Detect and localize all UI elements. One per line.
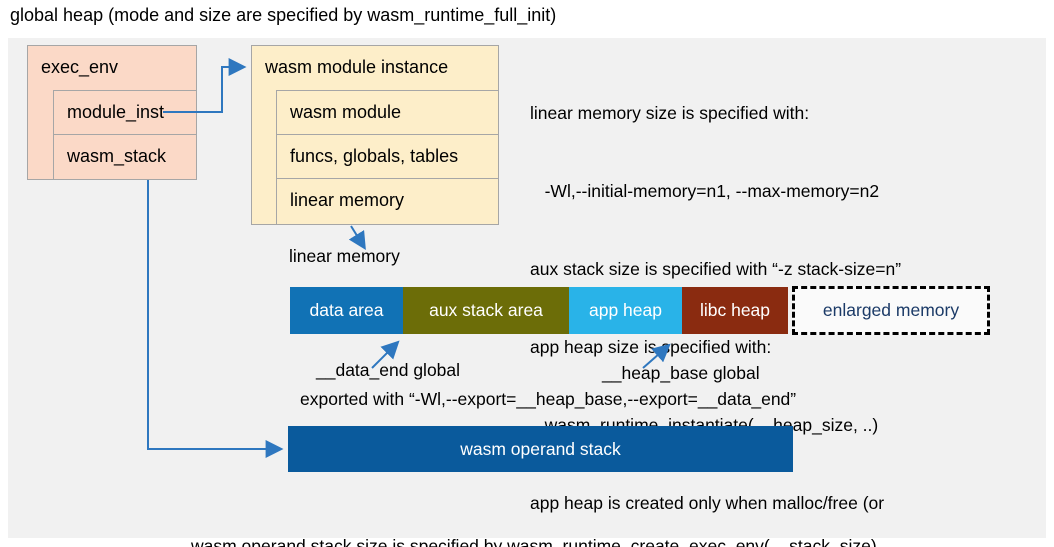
note-line: app heap size is specified with: <box>530 337 772 357</box>
wasm-module-label: wasm module <box>290 102 402 122</box>
linear-memory-bar-title: linear memory <box>289 246 400 266</box>
linear-memory-bar: data area aux stack area app heap libc h… <box>290 287 788 334</box>
note-line: -Wl,--initial-memory=n1, --max-memory=n2 <box>530 181 880 201</box>
segment-app-heap: app heap <box>569 287 682 334</box>
wasm-module-box: wasm module <box>276 90 499 135</box>
footer-line: wasm operand stack size is specified by … <box>191 536 877 547</box>
module-instance-label: wasm module instance <box>265 57 449 77</box>
funcs-globals-tables-box: funcs, globals, tables <box>276 134 499 179</box>
segment-enlarged-memory: enlarged memory <box>792 286 990 335</box>
export-flags-label: exported with “-Wl,--export=__heap_base,… <box>300 389 797 409</box>
funcs-globals-tables-label: funcs, globals, tables <box>290 146 459 166</box>
data-end-global-label: __data_end global <box>316 360 461 380</box>
note-line: linear memory size is specified with: <box>530 103 810 123</box>
module-inst-label: module_inst <box>67 102 165 122</box>
linear-memory-row-label: linear memory <box>290 190 405 210</box>
segment-aux-stack-area: aux stack area <box>403 287 569 334</box>
segment-libc-heap: libc heap <box>682 287 788 334</box>
segment-data-area: data area <box>290 287 403 334</box>
note-line: app heap is created only when malloc/fre… <box>530 493 885 513</box>
linear-memory-box: linear memory <box>276 178 499 225</box>
wasm-stack-label: wasm_stack <box>67 146 167 166</box>
exec-env-label: exec_env <box>41 57 119 77</box>
operand-stack-notes: wasm operand stack size is specified by … <box>191 481 877 547</box>
wasm-stack-box: wasm_stack <box>53 134 197 180</box>
wasm-operand-stack-bar: wasm operand stack <box>288 426 793 472</box>
heap-base-global-label: __heap_base global <box>602 363 760 383</box>
diagram-title: global heap (mode and size are specified… <box>10 5 557 25</box>
size-notes: linear memory size is specified with: -W… <box>530 48 1046 547</box>
module-inst-box: module_inst <box>53 90 197 135</box>
note-line: aux stack size is specified with “-z sta… <box>530 259 902 279</box>
